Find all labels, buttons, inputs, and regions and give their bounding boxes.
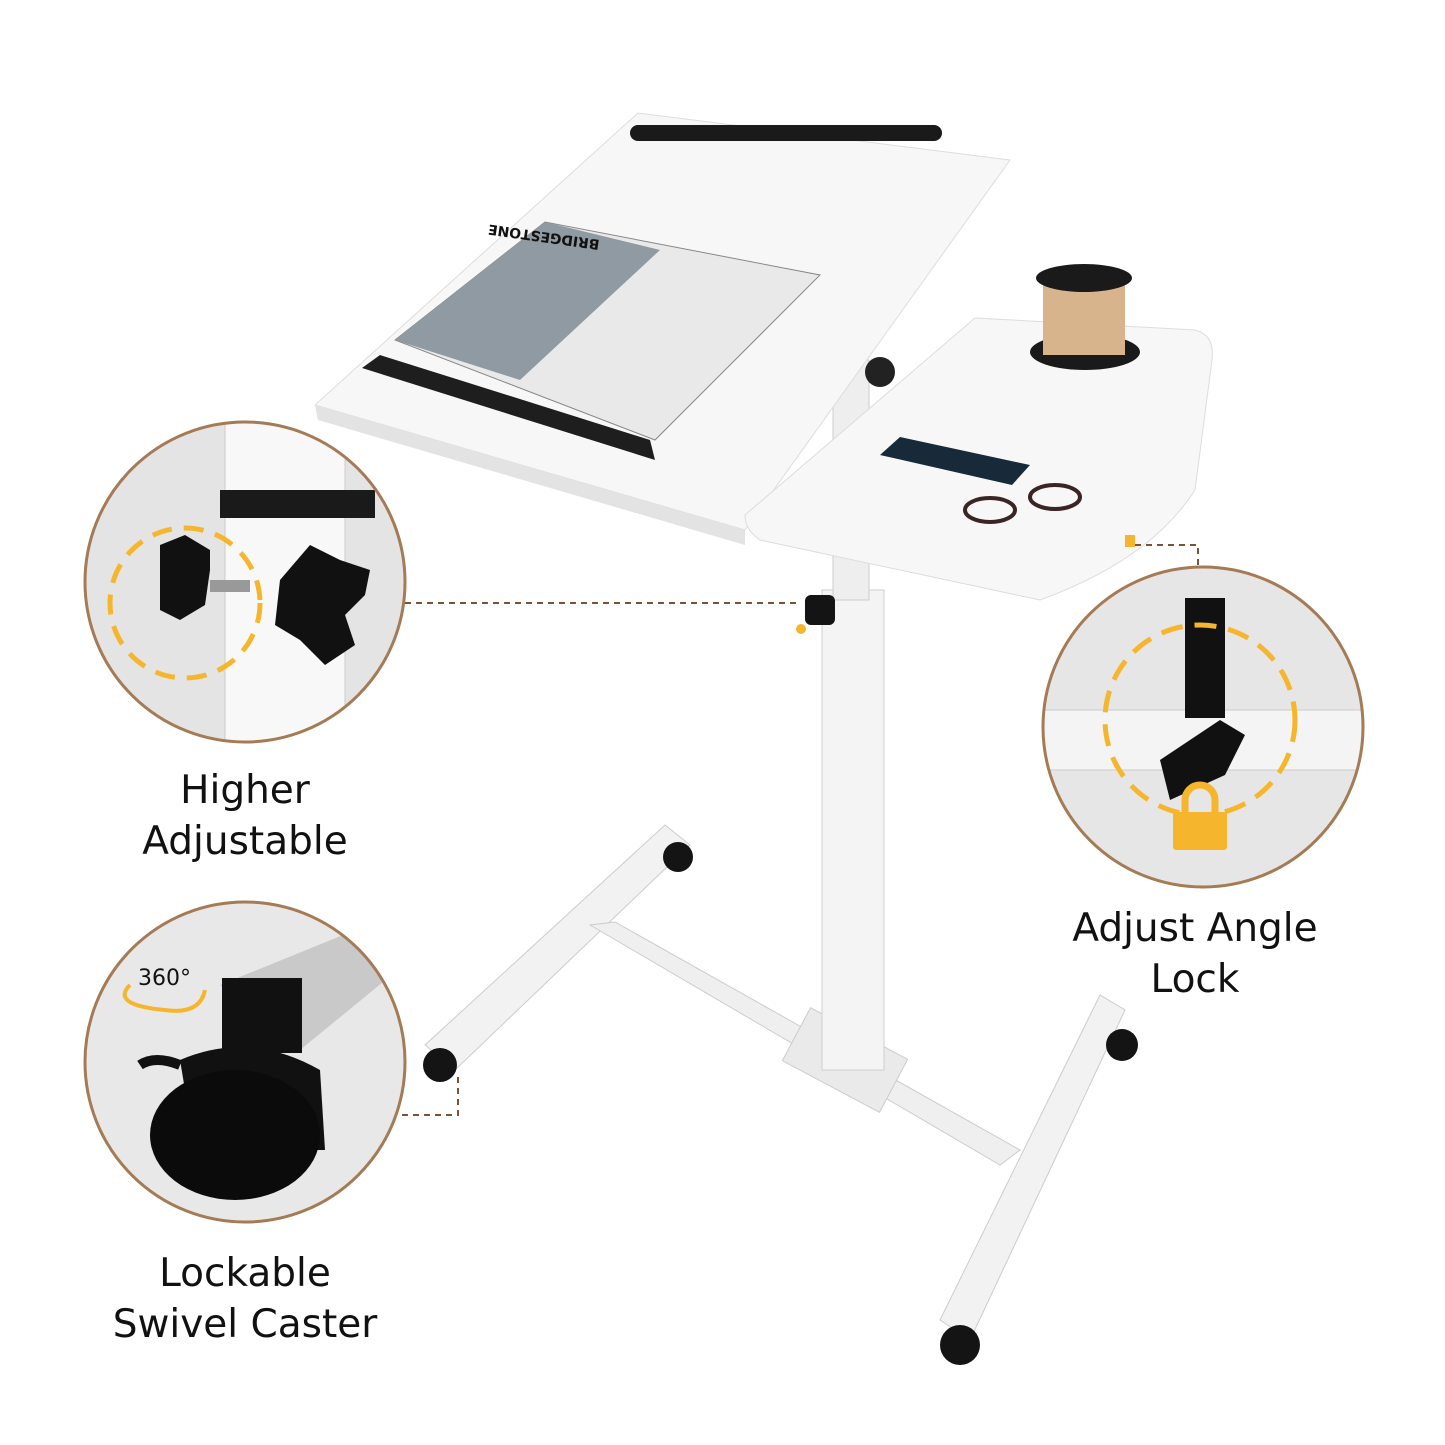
- coffee-cup: [1043, 285, 1125, 355]
- feature-label-caster: Lockable Swivel Caster: [70, 1248, 420, 1350]
- feature-label-angle-lock: Adjust Angle Lock: [1040, 903, 1350, 1005]
- angle-knob: [865, 357, 895, 387]
- label-line: Lock: [1150, 957, 1240, 1002]
- phone: [880, 437, 1030, 485]
- caster-wheel: [423, 1048, 457, 1082]
- lock-icon: [1173, 781, 1227, 850]
- label-line: Swivel Caster: [112, 1302, 378, 1347]
- leader-lines: [402, 544, 1199, 1116]
- table-base: [423, 824, 1138, 1365]
- rotation-badge: 360°: [138, 966, 191, 991]
- angle-lock-callout: [1043, 567, 1363, 887]
- glasses: [963, 483, 1082, 524]
- caster-wheel: [1106, 1029, 1138, 1061]
- label-line: Adjust Angle: [1072, 906, 1318, 951]
- feature-label-height: Higher Adjustable: [95, 765, 395, 867]
- tablet-slot: [630, 125, 942, 141]
- caster-wheel-icon: [150, 1070, 320, 1200]
- label-line: Higher: [180, 768, 310, 813]
- label-line: Adjustable: [142, 819, 348, 864]
- column: [821, 589, 885, 1071]
- height-knob-callout: [85, 422, 405, 742]
- caster-callout: [85, 902, 405, 1222]
- caster-wheel: [940, 1325, 980, 1365]
- label-line: Lockable: [159, 1251, 331, 1296]
- caster-wheel: [663, 842, 693, 872]
- height-knob: [805, 595, 835, 625]
- book-holder: [362, 355, 655, 460]
- rotate-arrow-icon: [107, 525, 263, 681]
